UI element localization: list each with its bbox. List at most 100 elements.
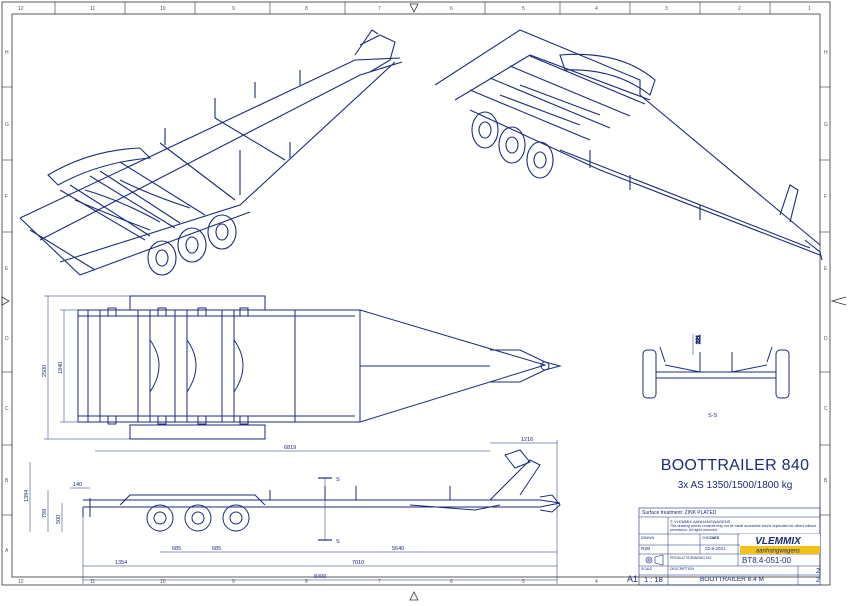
product-number-label: PRODUCT/DRAWING NO.: [670, 556, 713, 560]
svg-text:C: C: [5, 406, 9, 412]
wheel: [526, 141, 554, 179]
zone-label: 2: [738, 6, 741, 12]
svg-text:H: H: [5, 50, 9, 56]
date-label: DATE: [710, 536, 720, 540]
svg-text:F: F: [824, 194, 827, 200]
name-value: RSB: [641, 546, 651, 551]
svg-text:5: 5: [522, 579, 525, 585]
svg-text:D: D: [5, 336, 9, 342]
sheet-size: A1: [627, 574, 639, 584]
dim-rear-offset: 1354: [115, 560, 127, 566]
scale-value: 1 : 18: [644, 575, 663, 584]
svg-text:12: 12: [18, 579, 24, 585]
svg-text:G: G: [5, 122, 9, 128]
wheel: [146, 504, 174, 532]
dim-overall-length: 8400: [314, 574, 326, 580]
svg-text:7: 7: [378, 579, 381, 585]
projection-symbol: [645, 554, 664, 566]
sheet-number: 2: [816, 568, 820, 575]
date-value: 22-9-2021: [705, 546, 726, 551]
scale-label: SCALE: [641, 567, 653, 571]
iso-view-right: [434, 29, 823, 261]
zone-labels-right: H G F E D C B: [824, 50, 828, 484]
wheel: [177, 227, 207, 263]
section-marker-bottom: S: [336, 539, 340, 545]
zone-labels-bottom: 12 11 10 9 8 7 6 5 4: [18, 579, 598, 585]
zone-label: 10: [160, 6, 166, 12]
dim-plan-width: 2500: [42, 365, 48, 377]
drawing-subtitle: 3x AS 1350/1500/1800 kg: [677, 480, 793, 491]
svg-text:C: C: [824, 406, 828, 412]
copyright-text: © VLEMMIX AANHANGWAGENS: [670, 519, 731, 524]
title-block: VLEMMIX aanhangwagens: [638, 507, 821, 586]
iso-view-left: [19, 29, 403, 276]
centering-arrow-right: [830, 296, 847, 306]
plan-view: [77, 295, 562, 440]
svg-text:4: 4: [595, 579, 598, 585]
svg-text:11: 11: [90, 579, 95, 585]
wheel: [498, 126, 526, 164]
zone-label: 5: [522, 6, 525, 12]
dim-side-bed-height: 500: [56, 515, 62, 524]
svg-text:aanhangwagens: aanhangwagens: [756, 549, 800, 555]
sheet-of: 2: [816, 577, 820, 584]
zone-label: 12: [18, 6, 24, 12]
description: BOOTTRAILER 8.4 M: [700, 576, 764, 583]
wheel: [147, 240, 177, 276]
zone-label: 1: [808, 6, 811, 12]
dim-plan-inner: 1840: [58, 362, 64, 374]
side-view: [82, 449, 561, 532]
zone-label: 4: [595, 6, 598, 12]
zone-labels-left: H G F E D C B A: [5, 50, 9, 554]
dim-axle-spacing-2: 685: [212, 546, 221, 552]
svg-text:B: B: [5, 478, 9, 484]
dim-side-hitch-height: 798: [42, 509, 48, 518]
wheel: [207, 214, 237, 250]
outer-frame: [1, 1, 831, 586]
svg-text:6: 6: [450, 579, 453, 585]
inner-frame: [11, 13, 821, 578]
svg-text:B: B: [824, 478, 828, 484]
zone-label: 6: [450, 6, 453, 12]
svg-text:9: 9: [232, 579, 235, 585]
dim-body-length: 7010: [352, 560, 364, 566]
dim-axle-spacing-1: 685: [172, 546, 181, 552]
dim-section-height: 221: [696, 335, 702, 344]
svg-text:10: 10: [160, 579, 166, 585]
centering-arrow-bottom: [409, 591, 419, 601]
dim-side-overhang: 140: [73, 482, 82, 488]
drawn-label: DRAWN: [641, 536, 655, 540]
wheel: [222, 504, 250, 532]
svg-text:H: H: [824, 50, 828, 56]
product-number: BT8.4-051-00: [742, 556, 791, 565]
dim-drawbar-extra: 1216: [521, 437, 533, 443]
surface-treatment-label: Surface treatment: ZINK PLATED: [642, 510, 717, 516]
svg-text:F: F: [5, 194, 8, 200]
drawing-title: BOOTTRAILER 840: [660, 457, 810, 474]
notice-text: This drawing and its contents may not be…: [670, 524, 817, 532]
zone-ticks: [2, 2, 830, 516]
section-view: 221: [642, 334, 790, 399]
section-label: S-S: [708, 413, 718, 419]
plan-dimensions: 2500 1840: [42, 295, 130, 440]
dim-side-total-height: 1394: [24, 490, 30, 502]
dim-upper-length: 6819: [284, 445, 296, 451]
svg-text:E: E: [824, 266, 828, 272]
svg-text:D: D: [824, 336, 828, 342]
zone-label: 3: [665, 6, 668, 12]
checked-label: CHECKED: [702, 536, 720, 540]
svg-text:VLEMMIX: VLEMMIX: [755, 536, 802, 547]
company-logo: VLEMMIX aanhangwagens: [740, 534, 820, 555]
centering-arrow-top: [409, 3, 419, 13]
wheel: [184, 504, 212, 532]
dim-to-hitch: 5640: [392, 546, 404, 552]
zone-label: 11: [90, 6, 95, 12]
zone-labels-top: 12 11 10 9 8 7 6 5 4 3 2 1: [18, 6, 811, 12]
svg-text:G: G: [824, 122, 828, 128]
svg-text:E: E: [5, 266, 9, 272]
svg-text:8: 8: [305, 579, 308, 585]
svg-text:A: A: [5, 548, 9, 554]
wheel: [471, 111, 499, 149]
zone-label: 8: [305, 6, 308, 12]
